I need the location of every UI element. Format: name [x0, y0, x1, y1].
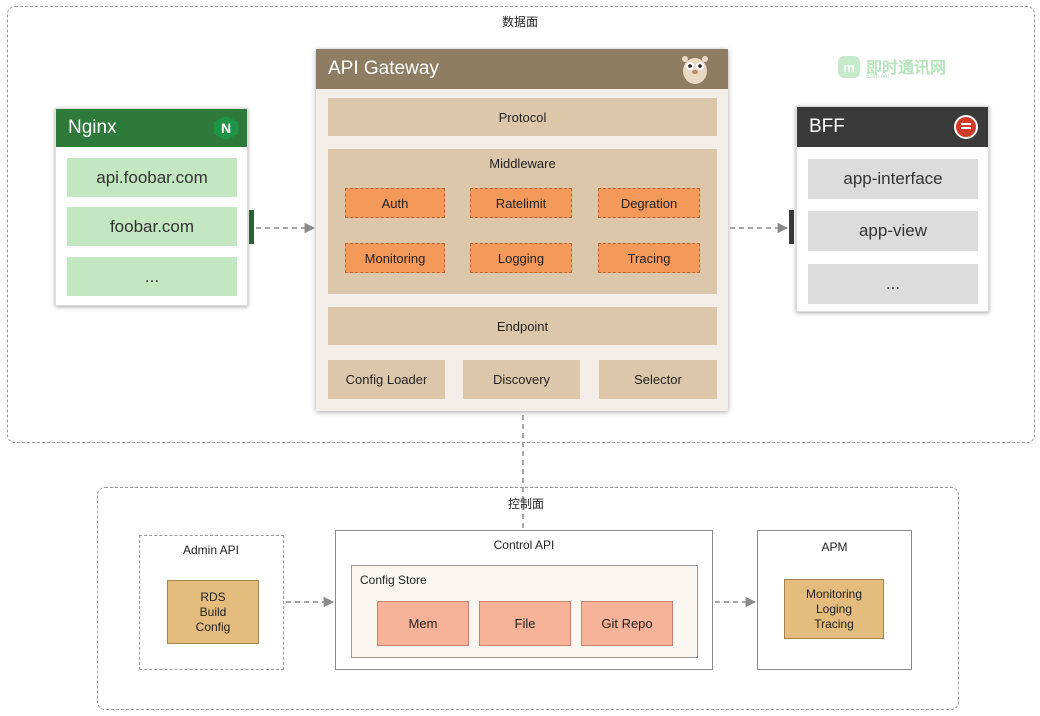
middleware-ratelimit: Ratelimit [470, 188, 572, 218]
watermark-subtext: 52im.net [866, 74, 890, 80]
admin-box-line: Build [199, 604, 227, 619]
endpoint-layer: Endpoint [328, 307, 717, 345]
watermark-text: 即时通讯网 [866, 60, 947, 77]
bff-item: ... [808, 264, 978, 304]
apm-metrics: Monitoring Loging Tracing [784, 579, 884, 639]
apm-box-line: Monitoring [805, 586, 863, 601]
config-store-label: Config Store [360, 573, 427, 587]
apm-panel: APM Monitoring Loging Tracing [757, 530, 912, 670]
middleware-tracing: Tracing [598, 243, 700, 273]
store-file: File [479, 601, 571, 646]
admin-box-line: Config [195, 619, 231, 634]
data-plane-label: 数据面 [501, 14, 538, 29]
bff-header: BFF [797, 107, 988, 147]
bff-item: app-interface [808, 159, 978, 199]
middleware-degration: Degration [598, 188, 700, 218]
bff-connector [789, 210, 794, 244]
config-store-panel: Config Store Mem File Git Repo [351, 565, 698, 658]
nginx-panel: Nginx N api.foobar.com foobar.com ... [55, 108, 248, 306]
rds-build-config: RDS Build Config [167, 580, 259, 644]
control-api-label: Control API [493, 538, 555, 552]
bff-title: BFF [809, 116, 845, 137]
middleware-layer: Middleware Auth Ratelimit Degration Moni… [328, 149, 717, 294]
middleware-logging: Logging [470, 243, 572, 273]
protocol-layer: Protocol [328, 98, 717, 136]
nginx-connector [249, 210, 254, 244]
api-gateway-header: API Gateway [316, 49, 728, 89]
api-gateway-panel: API Gateway Protocol Middleware Auth Rat… [316, 49, 728, 411]
admin-box-line: RDS [200, 589, 226, 604]
apm-label: APM [821, 540, 848, 554]
config-loader: Config Loader [328, 360, 445, 399]
apm-box-line: Tracing [814, 616, 854, 631]
control-plane-zone [97, 487, 959, 710]
bff-panel: BFF app-interface app-view ... [796, 106, 989, 312]
bff-item: app-view [808, 211, 978, 251]
selector: Selector [599, 360, 717, 399]
nginx-logo-icon: N [214, 116, 238, 140]
database-icon [954, 115, 978, 139]
control-plane-label: 控制面 [507, 496, 544, 511]
watermark: m 即时通讯网 52im.net [838, 54, 958, 82]
apm-box-line: Loging [815, 601, 853, 616]
control-api-panel: Control API Config Store Mem File Git Re… [335, 530, 713, 670]
watermark-logo-icon: m [838, 56, 860, 78]
data-plane-zone [7, 6, 1035, 443]
nginx-header: Nginx N [56, 109, 247, 147]
middleware-label: Middleware [489, 155, 556, 171]
nginx-item: foobar.com [67, 207, 237, 246]
api-gateway-title: API Gateway [328, 58, 439, 79]
middleware-monitoring: Monitoring [345, 243, 445, 273]
nginx-item: ... [67, 257, 237, 296]
store-mem: Mem [377, 601, 469, 646]
middleware-auth: Auth [345, 188, 445, 218]
admin-api-label: Admin API [182, 543, 240, 557]
nginx-title: Nginx [68, 117, 117, 138]
gopher-icon [678, 52, 712, 86]
discovery: Discovery [463, 360, 580, 399]
admin-api-panel: Admin API RDS Build Config [139, 535, 284, 670]
store-git-repo: Git Repo [581, 601, 673, 646]
nginx-item: api.foobar.com [67, 158, 237, 197]
